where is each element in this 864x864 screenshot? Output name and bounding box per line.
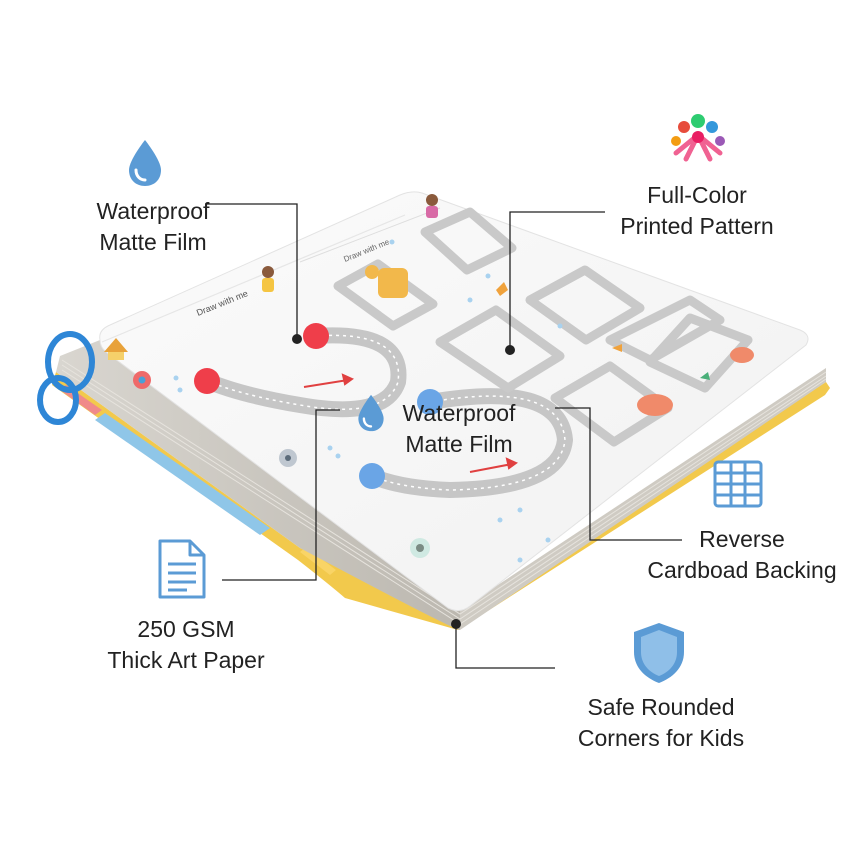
tracing-end-dot-red-1: [194, 368, 220, 394]
page-divider-line: [299, 207, 441, 263]
callout-leader-lines: [205, 203, 682, 669]
decorative-koala: [279, 449, 297, 467]
leader-reverse-backing: [555, 407, 682, 541]
callout-waterproof-mid-line1: Waterproof: [402, 400, 516, 426]
callout-rounded-corners-line1: Safe Rounded: [587, 694, 735, 720]
tracing-end-dot-blue-2: [359, 463, 385, 489]
decorative-giraffe: [365, 265, 408, 298]
leader-rounded-corners: [455, 624, 555, 669]
decorative-dots: [173, 239, 563, 563]
binder-ring: [37, 331, 95, 425]
callout-waterproof-mid-line2: Matte Film: [405, 431, 513, 457]
callout-full-color-line2: Printed Pattern: [620, 213, 774, 239]
book-color-stripe-blue: [95, 413, 270, 535]
decorative-dinosaur-2: [730, 347, 754, 363]
callout-waterproof-top-line1: Waterproof: [96, 198, 210, 224]
callout-anchor-dots: [292, 334, 515, 629]
decorative-sloth-sticker: [410, 538, 430, 558]
decorative-flower: [133, 371, 151, 389]
color-palette-icon: [671, 114, 725, 162]
document-icon: [158, 539, 206, 599]
cardboard-layers-icon: [713, 460, 763, 508]
leader-waterproof-top: [205, 203, 298, 338]
water-drop-icon: [129, 140, 161, 186]
tracing-start-dot-blue-2: [417, 389, 443, 415]
decorative-leaves: [496, 282, 710, 380]
shield-icon: [634, 623, 684, 683]
callout-rounded-corners-line2: Corners for Kids: [577, 725, 745, 751]
page-header-strip: [101, 214, 406, 343]
decorative-child-figure: [262, 266, 274, 292]
direction-arrows: [303, 373, 519, 473]
tracing-start-dot-red-1: [303, 323, 329, 349]
decorative-top-character: [426, 194, 438, 218]
callout-rounded-corners: Safe Rounded Corners for Kids: [556, 692, 766, 754]
leader-art-paper: [222, 409, 340, 581]
callout-reverse-backing: Reverse Cardboad Backing: [632, 524, 852, 586]
book-color-stripe-yellow: [300, 547, 336, 575]
decorative-house: [104, 338, 128, 360]
callout-reverse-backing-line2: Cardboad Backing: [647, 557, 837, 583]
callout-reverse-backing-line1: Reverse: [699, 526, 785, 552]
callout-art-paper-line2: Thick Art Paper: [107, 647, 265, 673]
book-page-edge-right: [460, 368, 826, 630]
callout-full-color: Full-Color Printed Pattern: [602, 180, 792, 242]
callout-waterproof-mid: Waterproof Matte Film: [384, 398, 534, 460]
callout-art-paper-line1: 250 GSM: [137, 616, 235, 642]
callout-waterproof-top-line2: Matte Film: [99, 229, 207, 255]
callout-waterproof-top: Waterproof Matte Film: [78, 196, 228, 258]
water-drop-icon: [358, 394, 384, 432]
leader-full-color: [509, 211, 605, 350]
callout-full-color-line1: Full-Color: [647, 182, 747, 208]
decorative-dinosaur-1: [637, 394, 673, 416]
callout-art-paper: 250 GSM Thick Art Paper: [88, 614, 284, 676]
